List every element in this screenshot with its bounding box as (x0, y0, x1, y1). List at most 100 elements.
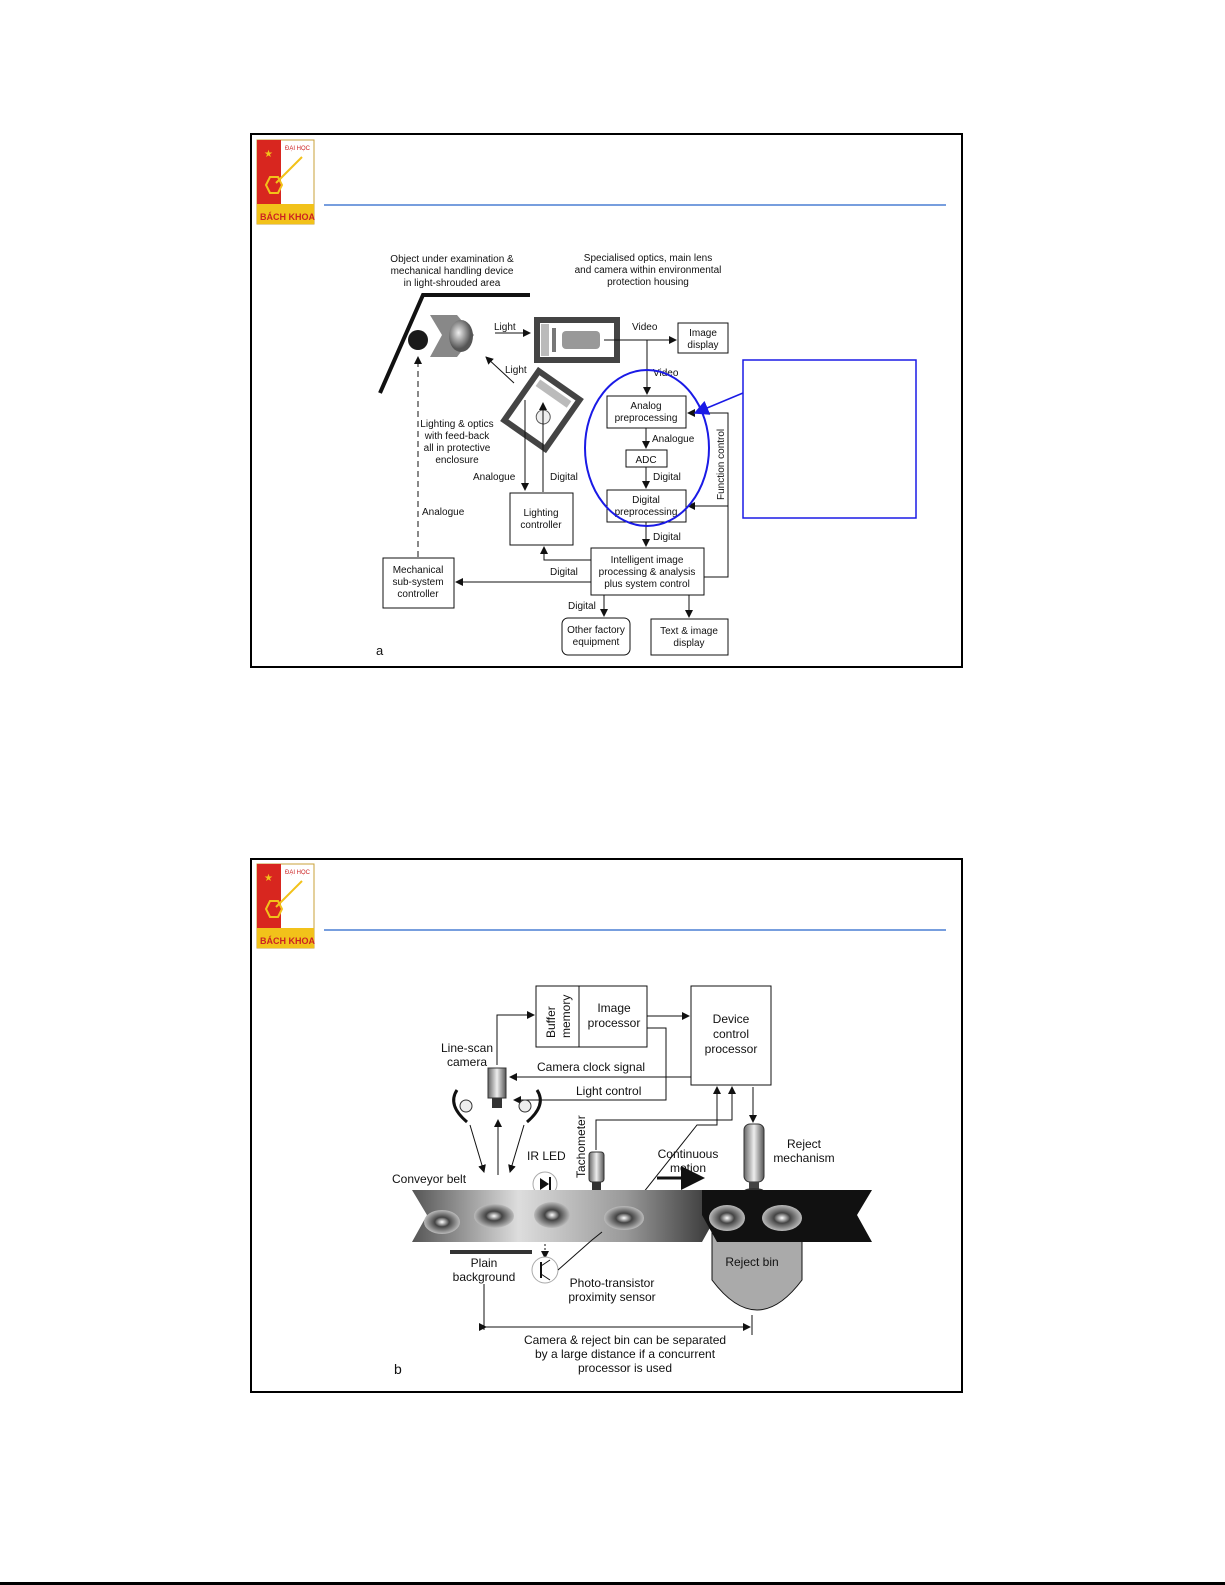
device-control-processor-box (690, 985, 772, 1086)
svg-text:equipment: equipment (573, 637, 620, 648)
svg-text:processing & analysis: processing & analysis (599, 567, 696, 578)
svg-text:Analogue: Analogue (422, 507, 465, 518)
svg-text:protection housing: protection housing (607, 277, 689, 288)
intelligent-processing-box (590, 547, 705, 596)
gripper-object-icon (408, 315, 474, 357)
svg-text:sub-system: sub-system (392, 577, 443, 588)
svg-text:background: background (453, 1270, 516, 1284)
svg-text:processor is used: processor is used (578, 1361, 672, 1375)
svg-text:★: ★ (264, 149, 273, 160)
function-control-label: Function control (716, 429, 727, 500)
svg-text:Device: Device (713, 1012, 750, 1026)
svg-text:Reject: Reject (787, 1137, 822, 1151)
svg-text:Plain: Plain (471, 1256, 498, 1270)
tachometer-icon (588, 1151, 605, 1190)
svg-text:preprocessing: preprocessing (615, 413, 678, 424)
svg-text:control: control (713, 1027, 749, 1041)
svg-text:Other factory: Other factory (567, 625, 625, 636)
svg-text:Text & image: Text & image (660, 626, 718, 637)
svg-text:memory: memory (559, 995, 573, 1038)
svg-text:Video: Video (632, 322, 658, 333)
page-bottom-rule (0, 1582, 1225, 1585)
image-display-box (677, 322, 729, 354)
svg-text:Camera & reject bin can be sep: Camera & reject bin can be separated (524, 1333, 726, 1347)
svg-text:BÁCH KHOA: BÁCH KHOA (260, 212, 315, 222)
svg-text:enclosure: enclosure (435, 455, 479, 466)
reject-mechanism-icon (743, 1123, 765, 1194)
lamp-icon (452, 1089, 542, 1124)
svg-text:mechanical handling device: mechanical handling device (391, 266, 514, 277)
svg-text:mechanism: mechanism (773, 1151, 834, 1165)
svg-text:IR LED: IR LED (527, 1149, 566, 1163)
text-image-display-box (650, 618, 729, 656)
conveyor-inspection-diagram: ★ ĐẠI HỌC BÁCH KHOA Buffer memory Image … (256, 863, 946, 1377)
buffer-image-processor-box (535, 985, 648, 1048)
slide-a: ★ ĐẠI HỌC BÁCH KHOA Object under examina… (250, 133, 963, 668)
svg-text:in light-shrouded area: in light-shrouded area (404, 278, 501, 289)
svg-text:Buffer: Buffer (544, 1006, 558, 1038)
svg-text:Intelligent image: Intelligent image (611, 555, 684, 566)
svg-text:ĐẠI HỌC: ĐẠI HỌC (285, 146, 311, 152)
inspected-item-icon (424, 1202, 802, 1234)
svg-text:Continuous: Continuous (658, 1147, 719, 1161)
svg-text:and camera within environment: and camera within environmental (575, 265, 722, 276)
lighting-enclosure-icon (500, 366, 584, 454)
optics-caption: Specialised optics, main lens (584, 253, 712, 264)
svg-text:all in protective: all in protective (424, 443, 491, 454)
highlight-ellipse (584, 369, 710, 527)
other-factory-equipment-box (561, 617, 631, 656)
light-shroud (378, 293, 530, 394)
svg-text:Analogue: Analogue (652, 434, 695, 445)
svg-text:processor: processor (705, 1042, 758, 1056)
university-logo: ★ ĐẠI HỌC BÁCH KHOA (256, 139, 315, 225)
svg-text:camera: camera (447, 1055, 487, 1069)
svg-text:display: display (673, 638, 704, 649)
svg-text:processor: processor (588, 1016, 641, 1030)
svg-text:motion: motion (670, 1161, 706, 1175)
svg-text:Photo-transistor: Photo-transistor (570, 1276, 655, 1290)
svg-text:Digital: Digital (568, 601, 596, 612)
svg-text:Digital: Digital (653, 532, 681, 543)
svg-text:★: ★ (264, 873, 273, 884)
svg-text:by a large distance if a concu: by a large distance if a concurrent (535, 1347, 716, 1361)
svg-text:BÁCH KHOA: BÁCH KHOA (260, 936, 315, 946)
svg-text:Digital: Digital (550, 567, 578, 578)
svg-text:Light control: Light control (576, 1084, 641, 1098)
svg-text:Light: Light (494, 322, 516, 333)
svg-text:proximity sensor: proximity sensor (568, 1290, 655, 1304)
figure-label-a: a (376, 643, 384, 658)
svg-text:ADC: ADC (635, 455, 656, 466)
figure-label-b: b (394, 1361, 402, 1377)
svg-text:controller: controller (397, 589, 439, 600)
reject-bin (711, 1229, 803, 1311)
lighting-controller-box (509, 492, 574, 546)
svg-text:Digital: Digital (653, 472, 681, 483)
svg-text:Lighting & optics: Lighting & optics (420, 419, 493, 430)
annotation-callout-box (742, 359, 917, 519)
university-logo: ★ ĐẠI HỌC BÁCH KHOA (256, 863, 315, 949)
svg-text:Light: Light (505, 365, 527, 376)
photo-transistor-icon (531, 1256, 559, 1284)
svg-text:with feed-back: with feed-back (424, 431, 490, 442)
mechanical-controller-box (382, 557, 455, 609)
svg-text:Line-scan: Line-scan (441, 1041, 493, 1055)
camera-clock-label: Camera clock signal (537, 1060, 645, 1074)
svg-text:Image: Image (689, 328, 717, 339)
svg-text:Tachometer: Tachometer (574, 1115, 588, 1178)
svg-text:Digital: Digital (632, 495, 660, 506)
svg-text:Analog: Analog (630, 401, 661, 412)
object-caption: Object under examination & (390, 254, 514, 265)
slide-b: ★ ĐẠI HỌC BÁCH KHOA Buffer memory Image … (250, 858, 963, 1393)
svg-text:Conveyor belt: Conveyor belt (392, 1172, 467, 1186)
svg-text:Digital: Digital (550, 472, 578, 483)
line-scan-camera-icon (487, 1067, 507, 1108)
svg-text:Lighting: Lighting (523, 508, 558, 519)
svg-text:preprocessing: preprocessing (615, 507, 678, 518)
svg-text:Analogue: Analogue (473, 472, 516, 483)
svg-text:Reject bin: Reject bin (725, 1255, 778, 1269)
svg-text:Image: Image (597, 1001, 631, 1015)
svg-text:controller: controller (520, 520, 562, 531)
plain-background-strip (450, 1250, 532, 1254)
svg-text:display: display (687, 340, 718, 351)
svg-text:ĐẠI HỌC: ĐẠI HỌC (285, 870, 311, 876)
